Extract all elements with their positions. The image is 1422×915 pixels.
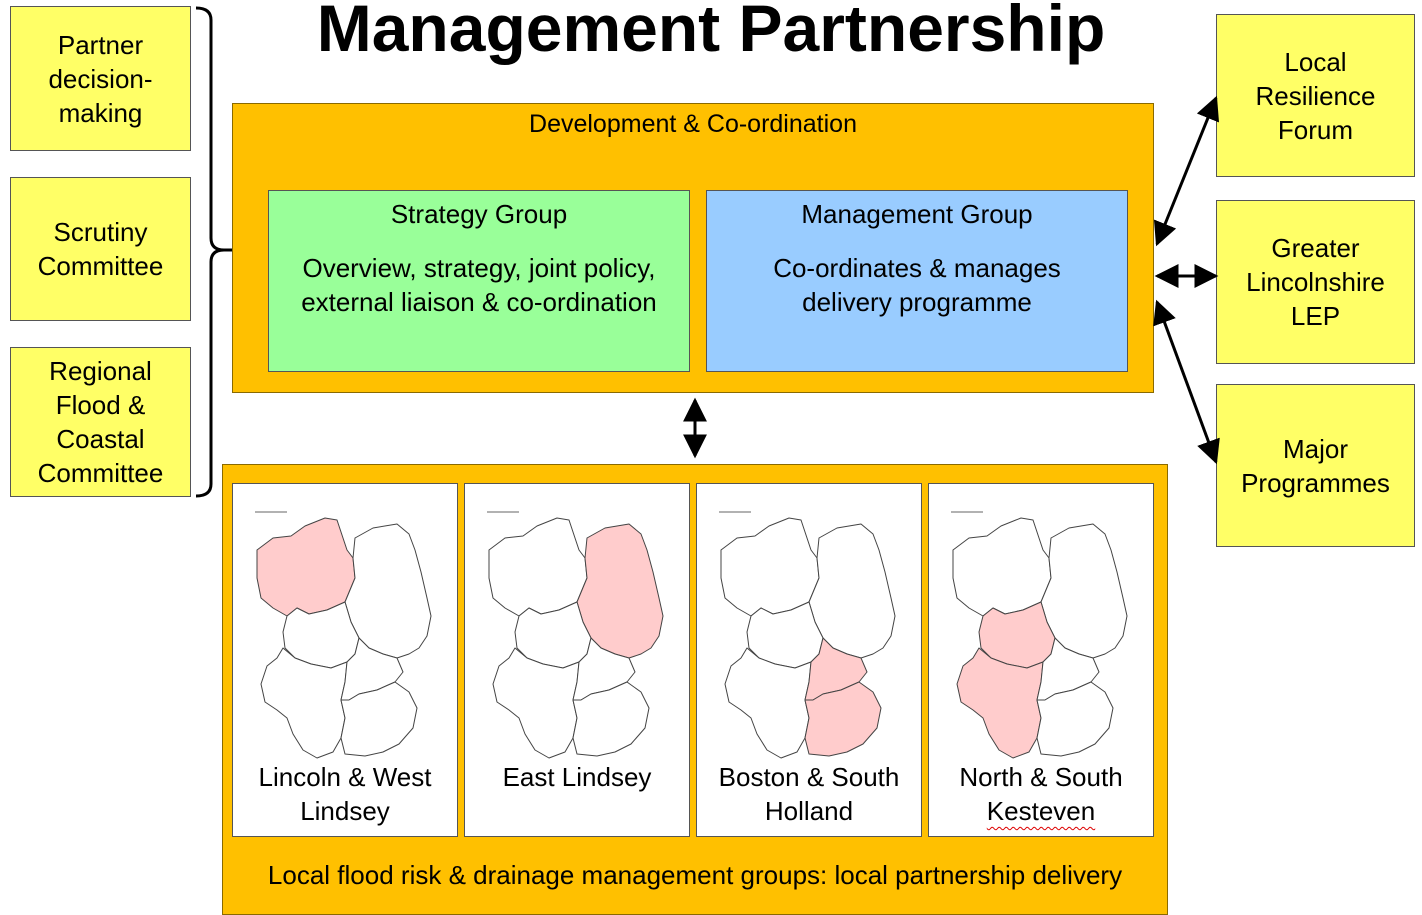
lincolnshire-map-boston-south-holland (719, 511, 896, 759)
lincolnshire-map-east-lindsey (487, 511, 664, 759)
card-label-line1: Lincoln & West (258, 762, 432, 792)
management-group-title: Management Group (801, 199, 1033, 229)
left-brace (195, 6, 225, 498)
card-label-line1: Boston & South (718, 762, 900, 792)
district-far-south-east (1036, 681, 1114, 757)
arrow-to-major-programmes (1153, 299, 1220, 465)
management-group-description: Co-ordinates & manages delivery programm… (773, 253, 1061, 317)
map-card-east-lindsey: East Lindsey (464, 483, 690, 837)
district-far-south-east (340, 681, 418, 757)
lincolnshire-map-lincoln-west-lindsey (255, 511, 432, 759)
diagram-title: Management Partnership (316, 0, 1106, 65)
strategy-group-description: Overview, strategy, joint policy, extern… (301, 253, 657, 317)
district-south-west (956, 647, 1044, 759)
development-coordination-title: Development & Co-ordination (529, 110, 857, 138)
partner-decision-making-box: Partner decision- making (10, 6, 191, 151)
card-label-line2: Kesteven (986, 796, 1096, 826)
local-resilience-forum-box: Local Resilience Forum (1216, 14, 1415, 177)
card-label-line1: North & South (959, 762, 1123, 792)
lincolnshire-map-north-south-kesteven (951, 511, 1128, 759)
greater-lincolnshire-lep-box: Greater Lincolnshire LEP (1216, 200, 1415, 364)
major-programmes-box: Major Programmes (1216, 384, 1415, 547)
card-label: East Lindsey (465, 760, 689, 794)
scrutiny-committee-box: Scrutiny Committee (10, 177, 191, 321)
district-south-west (724, 647, 812, 759)
district-south-west (260, 647, 348, 759)
local-groups-footer: Local flood risk & drainage management g… (267, 860, 1123, 890)
strategy-group-box: Strategy Group Overview, strategy, joint… (268, 190, 690, 372)
district-far-south-east (572, 681, 650, 757)
card-label-line2: Holland (764, 796, 854, 826)
card-label-line1: East Lindsey (502, 762, 652, 792)
district-far-south-east (804, 681, 882, 757)
strategy-group-title: Strategy Group (390, 199, 568, 229)
arrow-to-local-resilience-forum (1153, 95, 1220, 247)
management-group-box: Management Group Co-ordinates & manages … (706, 190, 1128, 372)
regional-flood-coastal-committee-box: Regional Flood & Coastal Committee (10, 347, 191, 497)
card-label-line2: Lindsey (300, 796, 390, 826)
district-south-west (492, 647, 580, 759)
